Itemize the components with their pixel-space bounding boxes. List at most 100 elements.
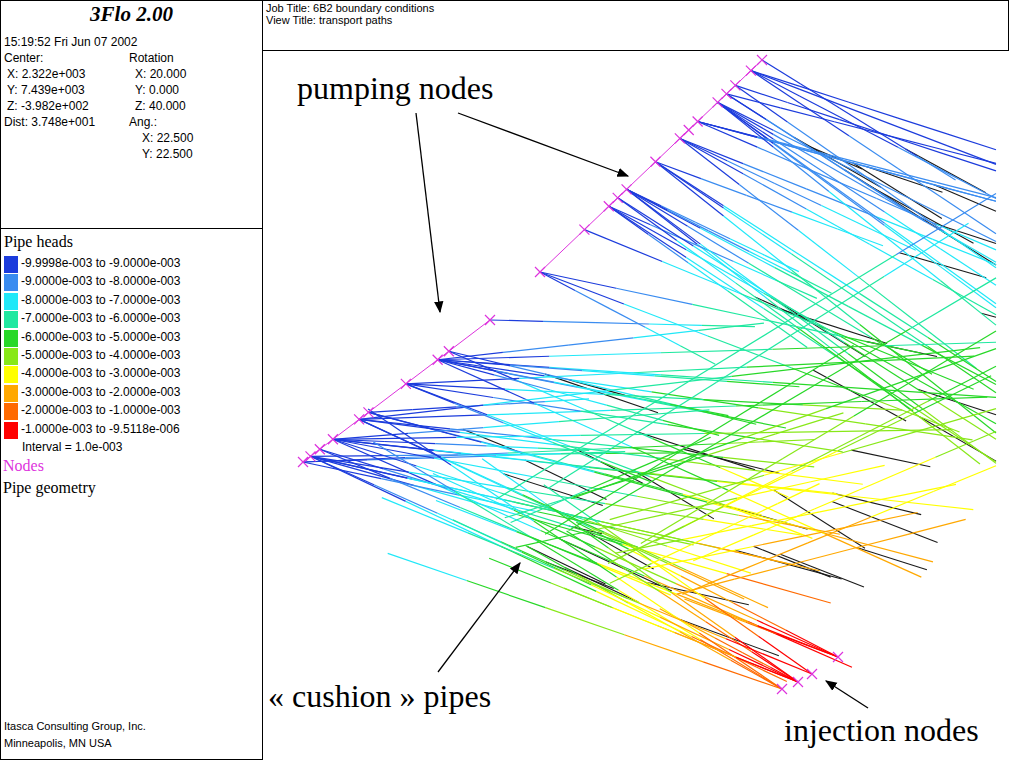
pipe-segment [757, 137, 817, 152]
pipe-segment [698, 121, 758, 136]
node-cross [401, 379, 411, 389]
pipe-segment [406, 384, 505, 389]
legend-swatch [4, 403, 18, 420]
pipe-segment [383, 469, 447, 489]
pipe-segment [584, 230, 662, 262]
pipe-segment [484, 422, 559, 428]
pipe-segment [616, 539, 684, 553]
pipe-segment [935, 431, 996, 457]
pipe-segment [700, 640, 782, 689]
pipe-segment [453, 520, 522, 552]
pipe-segment [704, 432, 828, 434]
pipe-segment [792, 436, 860, 471]
pipe-segment [752, 512, 820, 526]
pipe-segment [828, 430, 952, 432]
pipe-segment [840, 120, 892, 137]
pipe-segment [877, 169, 937, 185]
pipe-segment [886, 196, 926, 222]
pipe-segment [441, 457, 523, 495]
pipe-segment [496, 438, 596, 499]
pipe-segment [677, 579, 735, 594]
legend-swatch [4, 311, 18, 328]
pipe-segment [613, 561, 659, 591]
pipe-segment [594, 472, 707, 502]
pipe-segment [616, 288, 692, 304]
pipe-segment [817, 173, 877, 199]
node-marks [298, 55, 843, 694]
legend-text: -6.0000e-003 to -5.0000e-003 [21, 331, 180, 345]
pipe-segment [468, 533, 554, 568]
pipe-segment [774, 267, 848, 306]
pipe-segment [368, 410, 412, 413]
pipe-segment [764, 293, 841, 336]
pipe-segment [884, 390, 996, 398]
panel-text: View Title: transport paths [266, 14, 392, 27]
pipe-segment [709, 231, 750, 252]
pipe-segment [406, 384, 487, 415]
leader-arrow [826, 681, 868, 708]
pipe-segment [548, 435, 632, 488]
pipe-segment [382, 498, 468, 533]
pipe-segment [803, 405, 902, 410]
pipe-segment [860, 294, 928, 338]
pipe-segment [829, 191, 885, 236]
node-cross [833, 652, 843, 662]
panel-text: Dist: 3.748e+001 [4, 116, 95, 130]
pipe-segment [947, 201, 996, 234]
pipe-segment [609, 206, 686, 249]
pipe-segment [817, 152, 877, 167]
pipe-segment [860, 401, 928, 436]
pipe-segment [791, 272, 832, 293]
pipe-segment [736, 657, 798, 682]
pipe-segment [892, 195, 944, 231]
pipe-segment [610, 563, 652, 583]
pipe-segment [806, 189, 869, 214]
pipe-segment [435, 444, 486, 446]
pipe-segment [699, 323, 764, 330]
legend-text: -4.0000e-003 to -3.0000e-003 [21, 367, 180, 381]
panel-text: Y: 22.500 [142, 148, 193, 162]
node-line [303, 320, 490, 462]
pipe-segment [817, 153, 877, 169]
pipe-segment [751, 71, 800, 90]
pipe-segment [750, 252, 791, 273]
legend-text: -2.0000e-003 to -1.0000e-003 [21, 404, 180, 418]
pipe-segment [846, 171, 886, 197]
leader-arrow [416, 113, 440, 312]
pipe-segment [898, 168, 947, 201]
pipe-segment [850, 534, 908, 549]
pipe-segment [877, 169, 937, 185]
pipe-segment [792, 549, 850, 564]
node-cross [433, 355, 443, 365]
pipe-stub [636, 432, 755, 470]
legend-swatch [4, 256, 18, 273]
node-cross [693, 116, 703, 126]
pipe-segment [310, 456, 407, 478]
panel-text: 15:19:52 Fri Jun 07 2002 [4, 36, 137, 50]
pipe-segment [726, 639, 812, 674]
legend-text: Pipe geometry [3, 479, 96, 497]
pipe-segment [849, 136, 898, 169]
pipe-segment [799, 231, 858, 277]
pipe-segment [702, 325, 755, 326]
pipe-segment [655, 162, 723, 208]
pipe-segment [320, 449, 390, 478]
pipe-geometry [463, 137, 996, 655]
pipe-segment [808, 524, 863, 535]
pipe-segment [490, 320, 543, 321]
pipe-segment [575, 290, 610, 308]
pipe-segment [680, 138, 727, 160]
panel-heading: Job Title: 6B2 boundary conditions [266, 2, 434, 15]
panel-text: X: 22.500 [142, 132, 193, 146]
pipe-segment [368, 409, 451, 465]
pipe-segment [640, 455, 708, 476]
pipe-segment [888, 484, 956, 498]
pipe-segment [811, 465, 885, 481]
pipe-segment [786, 630, 838, 657]
panel-text: Y: 7.439e+003 [7, 84, 85, 98]
pipe-segment [545, 399, 589, 402]
pipe-segment [806, 209, 869, 244]
pipe-segment [748, 622, 852, 668]
pipe-segment [758, 626, 838, 657]
legend-text: -3.0000e-003 to -2.0000e-003 [21, 386, 180, 400]
